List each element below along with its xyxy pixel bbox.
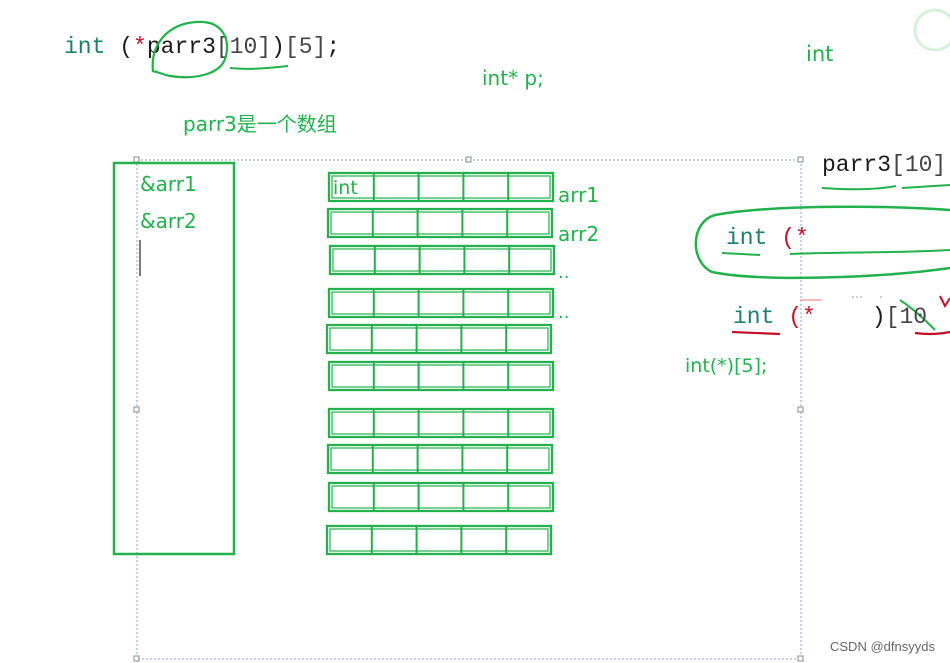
array-row-9 [327,481,555,513]
first-cell-int-label: int [333,177,358,199]
underline-int-line2 [721,252,761,256]
note-int-pointer: int* p; [482,66,544,90]
array-row-inner [329,528,549,552]
array-row-3 [328,244,556,276]
array-row-10 [325,524,553,556]
array-row-inner [330,447,550,471]
watermark: CSDN @dfnsyyds [830,639,935,654]
array-row-inner [331,411,551,435]
array-row-inner [330,211,550,235]
array-row-outline [327,360,555,392]
array-row-outline [327,481,555,513]
array-row-inner [331,175,551,199]
semicolon: ; [326,34,341,60]
red-underline-dim [914,330,950,336]
array-row-6 [327,360,555,392]
array-row-7 [327,407,555,439]
note-int-star-5: int(*)[5]; [685,355,768,377]
right-dim-10: [10] [891,152,947,178]
red-mark [939,295,950,309]
array-row-inner [331,485,551,509]
note-parr3-description: parr3是一个数组 [183,112,337,136]
array-row-outline [325,524,553,556]
array-row-4 [327,287,555,319]
array-row-outline [328,244,556,276]
array-row-2 [326,207,554,239]
underline-dims [229,65,289,70]
right-ptr-2: (* [767,225,809,251]
array-rows-grid [325,171,556,556]
right-code-line1: parr3[10] [822,152,946,178]
array-row-outline [327,407,555,439]
left-item-arr1-address: &arr1 [140,172,197,196]
paren-close: ) [271,34,285,60]
array-row-outline [327,171,555,203]
array-row-inner [329,327,549,351]
row-label-dots-1: .. [558,262,570,283]
array-row-outline [326,207,554,239]
right-close-paren-3: ) [871,304,886,330]
underline-dim-right [901,184,950,189]
identifier-parr3: parr3 [146,34,216,60]
array-row-inner [331,291,551,315]
array-row-8 [326,443,554,475]
array-row-inner [331,364,551,388]
left-item-arr2-address: &arr2 [140,209,197,233]
array-row-5 [325,323,553,355]
right-keyword-int-2: int [726,225,768,251]
faint-circle-mark [913,8,950,52]
array-row-outline [326,443,554,475]
right-keyword-int-3: int [733,304,775,330]
array-row-outline [327,287,555,319]
array-row-inner [332,248,552,272]
red-underline-int [731,330,781,336]
array-row-outline [325,323,553,355]
underline-parr3-right [821,185,897,191]
array-dim-5: [5] [284,34,327,60]
right-dim-3: [10 [885,304,928,330]
row-label-dots-2: .. [558,302,570,323]
pointer-star: * [133,34,147,60]
right-ptr-3: (* [774,304,816,330]
underline-int-line2b [789,249,950,255]
keyword-int: int [64,34,106,60]
green-slash-mark [899,299,936,331]
circle-highlight-parr3 [151,20,228,79]
left-pointer-box [112,161,236,556]
oval-highlight [694,205,950,280]
selection-handles [133,156,804,662]
note-int-top-right: int [806,42,834,66]
array-row-1 [327,171,555,203]
paren-open: ( [119,34,134,60]
row-label-arr1: arr1 [558,183,600,207]
row-label-arr2: arr2 [558,222,600,246]
right-code-line3: int (*)[10 [733,304,927,330]
right-identifier-parr3: parr3 [822,152,892,178]
right-code-line2: int (* [726,225,809,251]
